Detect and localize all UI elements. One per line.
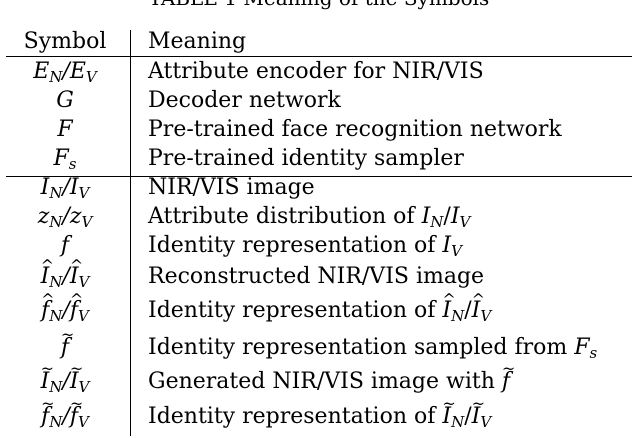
symbol-cell: Fs — [53, 146, 77, 173]
symbol-cell: IN/IV — [40, 175, 90, 202]
table-caption: TABLE 1 Meaning of the Symbols — [0, 0, 638, 10]
meaning-cell: Attribute distribution of IN/IV — [148, 204, 471, 231]
meaning-cell: Identity representation of IV — [148, 233, 462, 260]
symbol-cell: fN/fV — [6, 389, 124, 437]
table-row: zN/zV Attribute distribution of IN/IV — [6, 202, 632, 232]
symbols-table: Symbol Meaning EN/EV Attribute encoder f… — [6, 0, 632, 438]
header-meaning: Meaning — [148, 29, 247, 54]
table-row: f Identity representation of IV — [6, 231, 632, 261]
meaning-cell: Reconstructed NIR/VIS image — [148, 264, 485, 289]
table-header-row: Symbol Meaning — [6, 27, 632, 57]
meaning-cell: Pre-trained face recognition network — [148, 117, 562, 142]
meaning-cell: Identity representation of IN/IV — [148, 389, 491, 437]
table-row: Fs Pre-trained identity sampler — [6, 144, 632, 174]
meaning-cell: Pre-trained identity sampler — [148, 146, 464, 171]
meaning-cell: Decoder network — [148, 88, 341, 113]
header-rule — [6, 56, 632, 57]
table-row: fN/fV Identity representation of IN/IV — [6, 389, 632, 432]
symbol-cell: EN/EV — [33, 59, 97, 86]
meaning-cell: Identity representation of IN/IV — [148, 285, 491, 331]
table-row: IN/IV Reconstructed NIR/VIS image — [6, 251, 632, 292]
symbol-cell: f — [6, 320, 124, 363]
symbol-cell: f — [60, 233, 70, 258]
table-row: IN/IV NIR/VIS image — [6, 173, 632, 203]
symbol-cell: F — [57, 117, 73, 142]
table-row: fN/fV Identity representation of IN/IV — [6, 285, 632, 326]
table-row: EN/EV Attribute encoder for NIR/VIS — [6, 57, 632, 87]
meaning-cell: NIR/VIS image — [148, 175, 315, 200]
symbol-cell: zN/zV — [37, 204, 93, 231]
meaning-cell: Identity representation sampled from Fs — [148, 335, 598, 362]
symbol-cell: IN/IV — [6, 251, 124, 297]
symbol-cell: fN/fV — [6, 285, 124, 331]
table-row: f Identity representation sampled from F… — [6, 320, 632, 363]
column-divider — [130, 30, 131, 436]
meaning-cell: Generated NIR/VIS image with f — [148, 354, 510, 397]
table-row: G Decoder network — [6, 86, 632, 116]
table-row: IN/IV Generated NIR/VIS image with f — [6, 354, 632, 397]
group-rule — [6, 176, 632, 177]
header-symbol: Symbol — [23, 29, 107, 54]
symbol-cell: IN/IV — [6, 354, 124, 402]
table-row: F Pre-trained face recognition network — [6, 115, 632, 145]
meaning-cell: Attribute encoder for NIR/VIS — [148, 59, 484, 84]
symbol-cell: G — [56, 88, 74, 113]
